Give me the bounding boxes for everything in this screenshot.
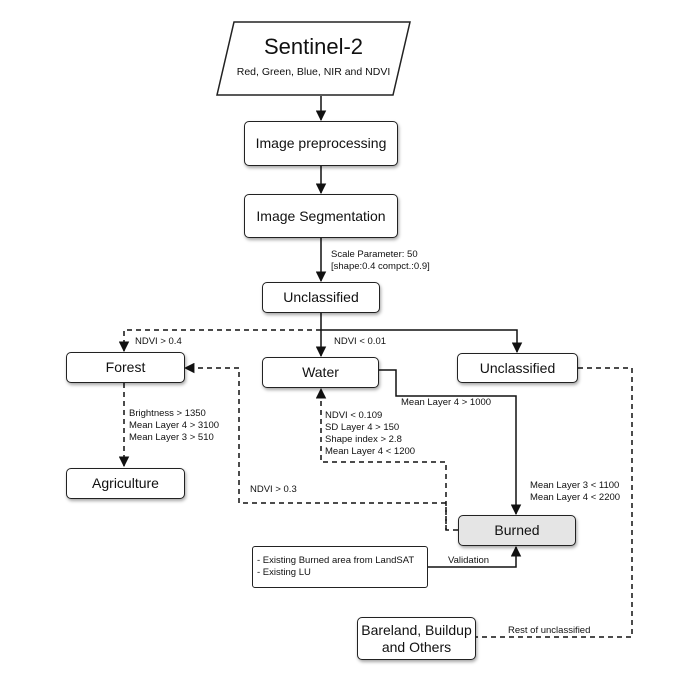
water-rule: Shape index > 2.8 bbox=[325, 434, 402, 445]
parallelogram-shape bbox=[216, 21, 411, 96]
arrow-unclassified-to-bareland bbox=[446, 367, 633, 643]
burned-label: Burned bbox=[494, 522, 540, 539]
arrow-unclassified-to-forest bbox=[118, 329, 321, 353]
burned-rules-label: Mean Layer 3 < 1100 Mean Layer 4 < 2200 bbox=[530, 480, 620, 504]
bareland-box: Bareland, Buildup and Others bbox=[357, 617, 476, 660]
burned-rule: Mean Layer 3 < 1100 bbox=[530, 480, 620, 491]
scale-line: Scale Parameter: 50 bbox=[331, 249, 418, 260]
image-preprocessing-box: Image preprocessing bbox=[244, 121, 398, 166]
forest-rule: Mean Layer 4 > 3100 bbox=[129, 420, 220, 431]
unclassified-right-label: Unclassified bbox=[479, 359, 556, 376]
forest-rule: Mean Layer 3 > 510 bbox=[129, 432, 214, 443]
ndvi-water-label: NDVI < 0.01 bbox=[334, 336, 387, 347]
water-label: Water bbox=[302, 364, 339, 381]
scale-line: [shape:0.4 compct.:0.9] bbox=[331, 261, 430, 272]
forest-box: Forest bbox=[66, 352, 185, 383]
water-rule: Mean Layer 4 < 1200 bbox=[325, 446, 416, 457]
water-rule: NDVI < 0.109 bbox=[325, 410, 383, 421]
water-rules-label: NDVI < 0.109 SD Layer 4 > 150 Shape inde… bbox=[325, 410, 415, 458]
image-segmentation-label: Image Segmentation bbox=[256, 207, 386, 224]
source-subtitle: Red, Green, Blue, NIR and NDVI bbox=[236, 66, 391, 78]
validation-label: Validation bbox=[448, 555, 490, 566]
rest-of-unclassified-label: Rest of unclassified bbox=[508, 625, 591, 636]
ndvi-burned-label: NDVI > 0.3 bbox=[250, 484, 297, 495]
burned-rule: Mean Layer 4 < 2200 bbox=[530, 492, 621, 503]
reference-data-box: - Existing Burned area from LandSAT - Ex… bbox=[252, 546, 428, 588]
mean-layer4-label: Mean Layer 4 > 1000 bbox=[401, 397, 492, 408]
arrow-water-to-burned bbox=[379, 369, 522, 516]
burned-box: Burned bbox=[458, 515, 576, 546]
arrow-unclassified-to-unclassified-right bbox=[321, 329, 523, 354]
image-segmentation-box: Image Segmentation bbox=[244, 194, 398, 238]
reference-data-text: - Existing Burned area from LandSAT - Ex… bbox=[257, 555, 414, 579]
unclassified-top-label: Unclassified bbox=[283, 289, 359, 306]
arrow-validation-to-burned bbox=[428, 545, 522, 568]
forest-rule: Brightness > 1350 bbox=[129, 408, 206, 419]
reference-item: - Existing Burned area from LandSAT bbox=[257, 555, 415, 566]
source-title: Sentinel-2 bbox=[263, 34, 364, 59]
water-box: Water bbox=[262, 357, 379, 388]
scale-parameter-label: Scale Parameter: 50 [shape:0.4 compct.:0… bbox=[331, 249, 430, 273]
agriculture-box: Agriculture bbox=[66, 468, 185, 499]
bareland-label-line: and Others bbox=[381, 638, 452, 655]
ndvi-forest-label: NDVI > 0.4 bbox=[135, 336, 182, 347]
forest-rules-label: Brightness > 1350 Mean Layer 4 > 3100 Me… bbox=[129, 408, 219, 444]
agriculture-label: Agriculture bbox=[92, 475, 159, 492]
reference-item: - Existing LU bbox=[257, 567, 311, 578]
unclassified-top-box: Unclassified bbox=[262, 282, 380, 313]
bareland-label-line: Bareland, Buildup bbox=[361, 621, 472, 638]
arrow-burned-to-forest bbox=[183, 362, 447, 530]
sentinel-2-input: Sentinel-2 Red, Green, Blue, NIR and NDV… bbox=[216, 21, 411, 96]
arrow-burned-to-water bbox=[315, 387, 458, 531]
unclassified-right-box: Unclassified bbox=[457, 353, 578, 383]
water-rule: SD Layer 4 > 150 bbox=[325, 422, 400, 433]
forest-label: Forest bbox=[105, 359, 146, 376]
image-preprocessing-label: Image preprocessing bbox=[255, 135, 387, 152]
